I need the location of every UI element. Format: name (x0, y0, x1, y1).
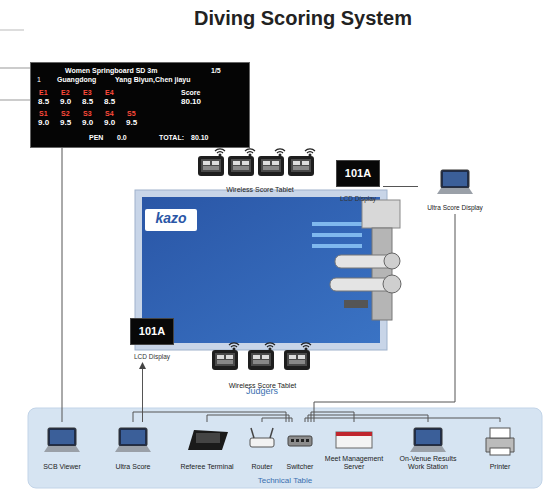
group-label: Judgers (222, 386, 302, 396)
device-label: LCD Display (340, 195, 376, 202)
lcd-display: 101A LCD Display (127, 318, 177, 363)
score-text: 9.5 (60, 119, 71, 127)
score-text: E4 (105, 89, 114, 96)
score-text: E2 (61, 89, 70, 96)
display-number: 101A (345, 167, 371, 180)
printer: Printer (477, 422, 523, 473)
technical-table: Technical Table SCB Viewer Ultra Score Refe… (28, 408, 542, 488)
score-text: PEN (89, 134, 103, 141)
score-text: 0.0 (117, 134, 127, 141)
score-text: 9.0 (104, 119, 115, 127)
score-text: 80.10 (181, 98, 201, 106)
score-text: 9.0 (82, 119, 93, 127)
score-text: Score (181, 89, 200, 96)
score-text: 1/5 (211, 67, 221, 74)
device-label: Ultra Score (115, 463, 150, 471)
score-text: Yang Biyun,Chen jiayu (115, 76, 190, 83)
results-workstation: On-Venue Results Work Station (391, 422, 465, 473)
ultra-score-display: Ultra Score Display (418, 168, 492, 214)
device-label: SCB Viewer (43, 463, 81, 471)
group-label: Technical Table (28, 476, 542, 485)
diagram-title: Diving Scoring System (140, 7, 466, 30)
score-text: 9.0 (60, 98, 71, 106)
score-text: S5 (127, 110, 136, 117)
score-text: 8.5 (82, 98, 93, 106)
referee-terminal: Referee Terminal (178, 422, 235, 473)
score-text: 80.10 (191, 134, 209, 141)
connector-line (133, 412, 286, 422)
connector-line (314, 214, 455, 422)
score-text: 8.5 (38, 98, 49, 106)
connector-line (383, 186, 418, 187)
tablet-group: Wireless Score Tablet (188, 148, 332, 196)
connector-line (262, 418, 292, 422)
score-text: E3 (83, 89, 92, 96)
device-label: Switcher (287, 463, 314, 471)
score-text: S2 (61, 110, 70, 117)
connector-line (142, 363, 143, 422)
scb-viewer: SCB Viewer (37, 422, 87, 473)
device-label: Referee Terminal (180, 463, 233, 471)
meet-management-server: Meet Management Server (323, 422, 385, 473)
display-number: 101A (139, 325, 165, 338)
connector-line (311, 412, 354, 422)
device-label: LCD Display (134, 353, 170, 360)
device-label: Ultra Score Display (427, 204, 483, 211)
score-text: TOTAL: (159, 134, 184, 141)
score-text: S4 (105, 110, 114, 117)
score-text: E1 (39, 89, 48, 96)
router: Router (242, 422, 282, 473)
score-text: S3 (83, 110, 92, 117)
device-label: On-Venue Results Work Station (391, 455, 465, 471)
device-label: Printer (490, 463, 511, 471)
device-label: Router (251, 463, 272, 471)
score-text: 9.0 (38, 119, 49, 127)
score-text: Women Springboard SD 3m (65, 67, 157, 74)
tablet-group: Wireless Score Tablet (195, 344, 330, 392)
score-text: 8.5 (104, 98, 115, 106)
lcd-screen: 101A (130, 318, 174, 345)
device-label: Meet Management Server (323, 455, 385, 471)
device-label: Wireless Score Tablet (226, 186, 294, 194)
score-text: Guangdong (57, 76, 96, 83)
logo-text: kazo (145, 210, 197, 226)
score-text: 9.5 (126, 119, 137, 127)
ultra-score: Ultra Score (108, 422, 158, 473)
connector-line (62, 148, 63, 422)
lcd-display: 101A LCD Display (333, 160, 383, 205)
score-text: 1 (37, 76, 41, 83)
switcher: Switcher (283, 422, 317, 473)
score-text: S1 (39, 110, 48, 117)
scoreboard: Women Springboard SD 3m 1/5 1 Guangdong Yang… (30, 62, 250, 148)
lcd-screen: 101A (336, 160, 380, 187)
connector-line (305, 418, 500, 422)
